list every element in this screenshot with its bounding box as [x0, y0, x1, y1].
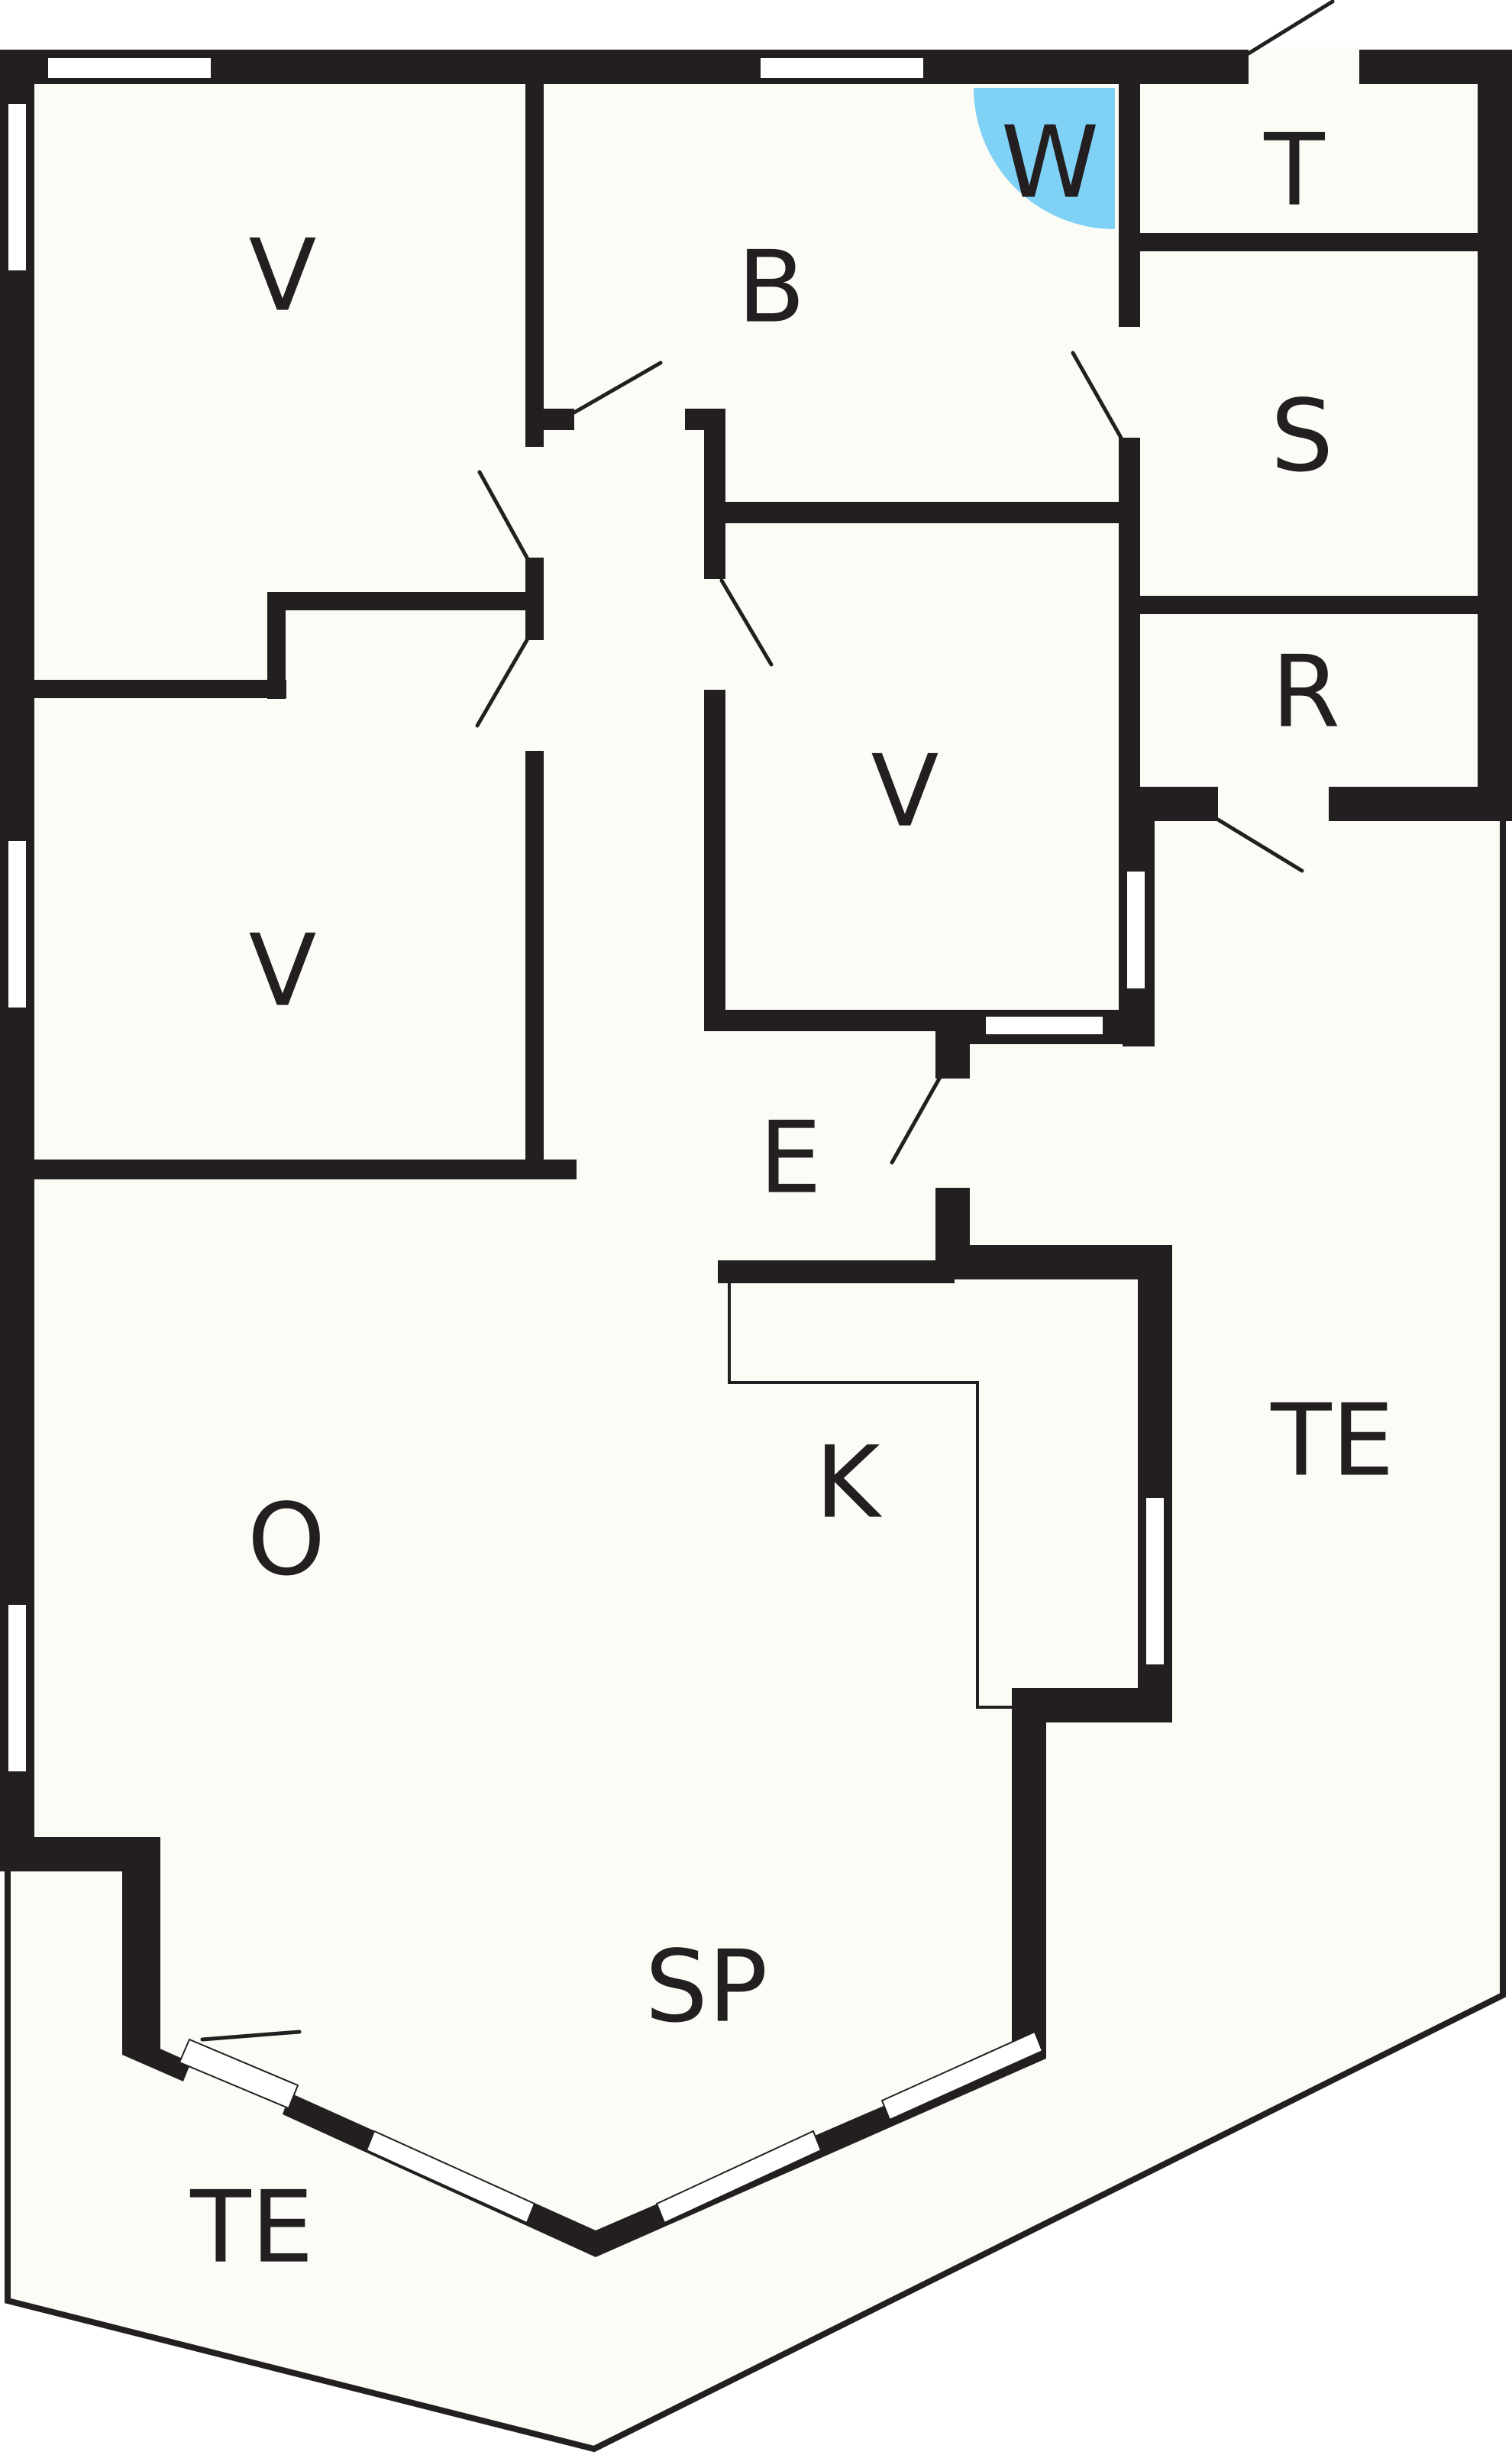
door-openings	[525, 47, 1359, 1188]
room-label-living: O	[247, 1482, 325, 1598]
kitchen-counter	[728, 1283, 1016, 1709]
room-label-bedroom-top-left: V	[249, 218, 317, 334]
room-label-bathroom: B	[737, 229, 805, 345]
room-label-toilet: T	[1263, 112, 1325, 228]
room-label-utility: R	[1271, 634, 1340, 750]
room-label-shower: W	[1001, 105, 1100, 221]
room-label-kitchen: K	[815, 1425, 882, 1541]
room-label-terrace-bottom: TE	[189, 2169, 314, 2285]
room-label-bedroom-center: V	[871, 733, 939, 849]
room-label-storage: S	[1271, 378, 1334, 494]
door-swings	[200, 0, 1335, 2042]
windows	[7, 57, 1165, 2224]
shower-marker	[974, 88, 1115, 229]
room-label-dining: SP	[645, 1929, 768, 2045]
bay-wall	[122, 2032, 191, 2081]
room-label-bedroom-mid-left: V	[249, 913, 317, 1029]
room-label-terrace-right: TE	[1270, 1383, 1394, 1499]
room-label-entrance: E	[759, 1100, 822, 1216]
